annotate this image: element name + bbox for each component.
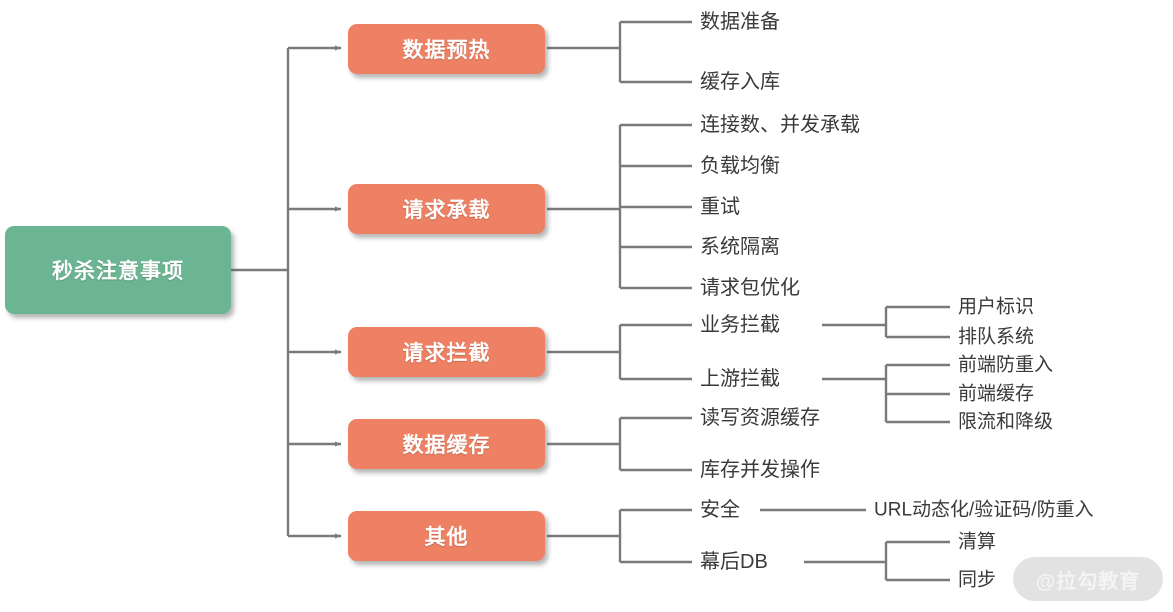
leaf-background-db[interactable]: 幕后DB [700,551,768,573]
branch-node-label: 请求承载 [402,199,491,222]
leaf-frontend-cache[interactable]: 前端缓存 [958,383,1035,405]
leaf-read-write-resource-cache[interactable]: 读写资源缓存 [700,407,820,429]
watermark-label: @拉勾教育 [1035,570,1141,593]
leaf-url-dynamic-captcha-anti-reentry[interactable]: URL动态化/验证码/防重入 [874,499,1094,521]
root-node[interactable]: 秒杀注意事项 [5,226,231,314]
branch-node-request-capacity[interactable]: 请求承载 [348,184,545,234]
leaf-load-balancing[interactable]: 负载均衡 [700,155,780,177]
leaf-security[interactable]: 安全 [700,499,740,521]
leaf-connections-concurrency[interactable]: 连接数、并发承载 [700,114,860,136]
branch-node-data-preheat[interactable]: 数据预热 [348,24,545,74]
leaf-queue-system[interactable]: 排队系统 [958,326,1035,348]
leaf-business-intercept[interactable]: 业务拦截 [700,314,780,336]
leaf-inventory-concurrency[interactable]: 库存并发操作 [700,459,820,481]
branch-node-label: 数据预热 [402,39,491,62]
watermark-badge: @拉勾教育 [1013,557,1163,601]
leaf-data-preparation[interactable]: 数据准备 [700,11,780,33]
leaf-settlement[interactable]: 清算 [958,531,997,553]
branch-node-request-intercept[interactable]: 请求拦截 [348,327,545,377]
leaf-frontend-anti-reentry[interactable]: 前端防重入 [958,354,1054,376]
leaf-sync[interactable]: 同步 [958,569,997,591]
root-node-label: 秒杀注意事项 [52,260,184,283]
leaf-system-isolation[interactable]: 系统隔离 [700,236,780,258]
branch-node-label: 数据缓存 [402,434,491,457]
leaf-rate-limit-degrade[interactable]: 限流和降级 [958,411,1054,433]
branch-node-data-cache[interactable]: 数据缓存 [348,419,545,469]
branch-node-label: 请求拦截 [402,342,491,365]
branch-node-other[interactable]: 其他 [348,511,545,561]
leaf-retry[interactable]: 重试 [700,196,740,218]
leaf-user-identity[interactable]: 用户标识 [958,296,1035,318]
leaf-upstream-intercept[interactable]: 上游拦截 [700,368,780,390]
leaf-cache-loading[interactable]: 缓存入库 [700,71,780,93]
leaf-request-packet-optimization[interactable]: 请求包优化 [700,277,800,299]
branch-node-label: 其他 [424,526,469,549]
